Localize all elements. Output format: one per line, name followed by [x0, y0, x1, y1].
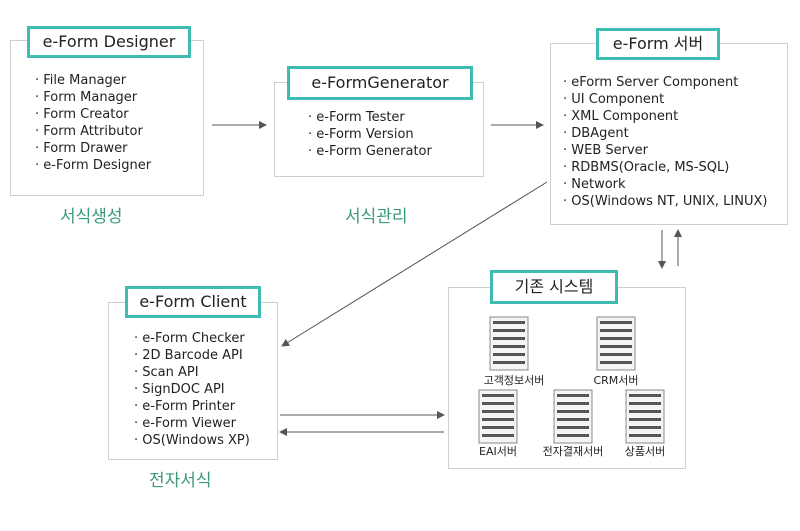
- server-label: 전자결재서버: [542, 445, 604, 458]
- list-item: e-Form Checker: [134, 330, 250, 347]
- list-item: SignDOC API: [134, 381, 250, 398]
- server-title: e-Form 서버: [596, 28, 720, 60]
- list-item: WEB Server: [563, 142, 767, 159]
- server-items: eForm Server Component UI Component XML …: [563, 74, 767, 210]
- list-item: e-Form Version: [308, 126, 432, 143]
- list-item: XML Component: [563, 108, 767, 125]
- list-item: Form Attributor: [35, 123, 151, 140]
- list-item: File Manager: [35, 72, 151, 89]
- list-item: Form Manager: [35, 89, 151, 106]
- server-icon: [489, 316, 529, 375]
- designer-title: e-Form Designer: [27, 26, 191, 58]
- list-item: OS(Windows NT, UNIX, LINUX): [563, 193, 767, 210]
- client-caption: 전자서식: [149, 471, 212, 491]
- list-item: UI Component: [563, 91, 767, 108]
- generator-title: e-FormGenerator: [287, 66, 473, 100]
- server-label: 상품서버: [624, 445, 666, 458]
- list-item: OS(Windows XP): [134, 432, 250, 449]
- list-item: RDBMS(Oracle, MS-SQL): [563, 159, 767, 176]
- generator-items: e-Form Tester e-Form Version e-Form Gene…: [308, 109, 432, 160]
- server-label: EAI서버: [479, 445, 517, 458]
- list-item: e-Form Designer: [35, 157, 151, 174]
- list-item: e-Form Viewer: [134, 415, 250, 432]
- server-label: CRM서버: [593, 374, 639, 387]
- list-item: Scan API: [134, 364, 250, 381]
- server-icon: [478, 389, 518, 448]
- server-icon: [553, 389, 593, 448]
- list-item: e-Form Printer: [134, 398, 250, 415]
- designer-items: File Manager Form Manager Form Creator F…: [35, 72, 151, 174]
- client-title: e-Form Client: [125, 286, 261, 318]
- server-icon: [625, 389, 665, 448]
- arrow-server-to-client: [281, 181, 548, 347]
- list-item: DBAgent: [563, 125, 767, 142]
- designer-caption: 서식생성: [60, 207, 123, 227]
- server-label: 고객정보서버: [483, 374, 545, 387]
- client-items: e-Form Checker 2D Barcode API Scan API S…: [134, 330, 250, 449]
- list-item: e-Form Tester: [308, 109, 432, 126]
- legacy-title: 기존 시스템: [490, 270, 618, 304]
- list-item: Form Creator: [35, 106, 151, 123]
- list-item: eForm Server Component: [563, 74, 767, 91]
- generator-caption: 서식관리: [345, 207, 408, 227]
- list-item: Form Drawer: [35, 140, 151, 157]
- list-item: 2D Barcode API: [134, 347, 250, 364]
- list-item: Network: [563, 176, 767, 193]
- server-icon: [596, 316, 636, 375]
- list-item: e-Form Generator: [308, 143, 432, 160]
